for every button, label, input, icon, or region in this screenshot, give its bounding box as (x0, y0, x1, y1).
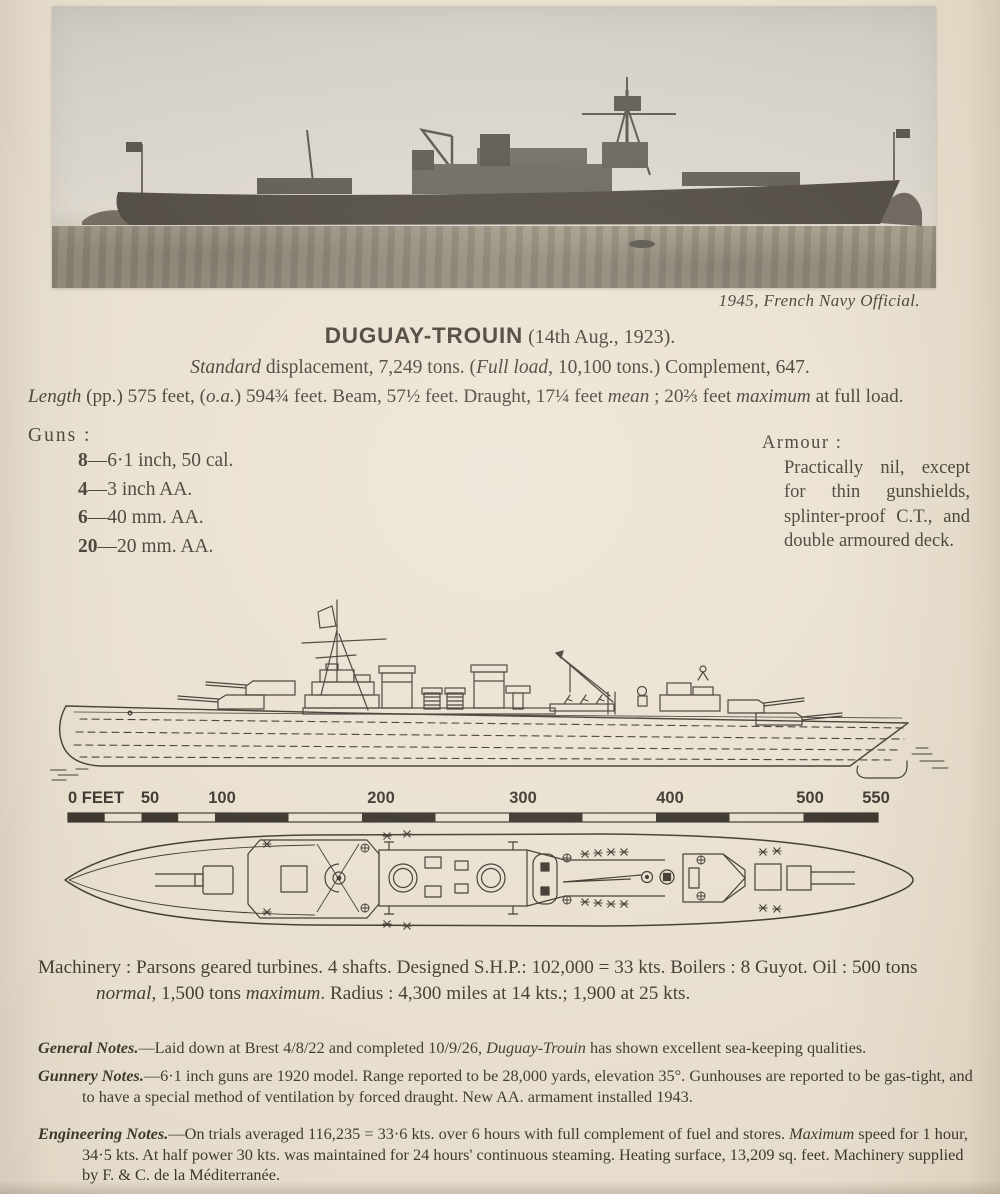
note-lead: Gunnery Notes. (38, 1066, 144, 1085)
gun-desc: —20 mm. AA. (97, 535, 214, 557)
armour-section: Armour : Practically nil, except for thi… (762, 431, 970, 554)
gun-desc: —3 inch AA. (87, 478, 193, 500)
photo-water (52, 226, 936, 288)
guns-section: Guns : 8—6·1 inch, 50 cal. 4—3 inch AA. … (28, 425, 233, 561)
profile-drawing (50, 599, 949, 781)
general-notes: General Notes.—Laid down at Brest 4/8/22… (38, 1038, 983, 1059)
displacement-line: Standard displacement, 7,249 tons. (Full… (0, 357, 1000, 379)
machinery-part: , 1,500 tons (151, 983, 246, 1004)
note-text: —On trials averaged 116,235 = 33·6 kts. … (168, 1124, 790, 1143)
plan-drawing (64, 829, 914, 931)
gun-count: 6 (78, 507, 88, 528)
photo-caption: 1945, French Navy Official. (718, 291, 920, 310)
scale-label: 300 (509, 789, 537, 807)
photo-ship-silhouette (82, 77, 922, 248)
scale-label: 500 (796, 789, 824, 807)
scale-ruler (67, 812, 879, 823)
gun-item: 4—3 inch AA. (28, 476, 233, 505)
note-text: speed for 1 hour, 34·5 kts. At half powe… (82, 1124, 968, 1184)
machinery-paragraph: Machinery : Parsons geared turbines. 4 s… (38, 955, 980, 1007)
scale-label: 200 (367, 789, 395, 807)
note-text: has shown excellent sea-keeping qualitie… (585, 1038, 867, 1057)
gun-count: 8 (78, 450, 88, 471)
dimensions-part: maximum (736, 386, 811, 407)
gun-count: 20 (78, 535, 98, 557)
gun-count: 4 (78, 478, 88, 500)
armour-heading: Armour : (762, 433, 843, 453)
note-text: Duguay-Trouin (486, 1038, 586, 1057)
gun-desc: —6·1 inch, 50 cal. (87, 450, 234, 471)
dimensions-part: ) 594¾ feet. Beam, 57½ feet. Draught, 17… (234, 386, 608, 407)
engineering-notes: Engineering Notes.—On trials averaged 11… (38, 1124, 983, 1186)
photo-grain-overlay (52, 6, 936, 288)
dimensions-part: (pp.) 575 feet, ( (81, 386, 206, 407)
displacement-part: Full load (476, 357, 549, 378)
dimensions-part: at full load. (810, 386, 904, 407)
scale-label: 0 FEET (68, 789, 124, 807)
machinery-part: . Radius : 4,300 miles at 14 kts.; 1,900… (320, 983, 691, 1004)
gun-item: 6—40 mm. AA. (28, 504, 233, 533)
title-line: DUGUAY-TROUIN (14th Aug., 1923). (0, 323, 1000, 349)
note-lead: Engineering Notes. (38, 1124, 169, 1143)
note-lead: General Notes. (38, 1038, 139, 1057)
gun-item: 8—6·1 inch, 50 cal. (28, 447, 233, 476)
ship-commission-date: (14th Aug., 1923). (523, 326, 676, 348)
guns-heading: Guns : (28, 425, 92, 446)
machinery-part: normal (96, 983, 152, 1004)
scale-label: 550 (862, 789, 890, 807)
note-text: —6·1 inch guns are 1920 model. Range rep… (82, 1066, 973, 1106)
scale-bar: 0 FEET 50 100 200 300 400 500 550 (50, 789, 950, 825)
scale-label: 50 (140, 789, 160, 807)
machinery-part: maximum (245, 983, 321, 1004)
ship-photo (52, 6, 936, 288)
gun-desc: —40 mm. AA. (87, 507, 204, 528)
scale-label: 100 (208, 789, 236, 807)
machinery-part: Machinery : Parsons geared turbines. 4 s… (38, 957, 918, 978)
dimensions-part: ; 20⅔ feet (649, 386, 737, 407)
gunnery-notes: Gunnery Notes.—6·1 inch guns are 1920 mo… (38, 1066, 983, 1107)
displacement-part: , 10,100 tons.) Complement, 647. (548, 357, 810, 378)
note-text: —Laid down at Brest 4/8/22 and completed… (138, 1038, 487, 1057)
note-text: Maximum (789, 1124, 855, 1143)
dimensions-line: Length (pp.) 575 feet, (o.a.) 594¾ feet.… (28, 386, 978, 408)
gun-item: 20—20 mm. AA. (28, 533, 233, 562)
scale-label: 400 (656, 789, 684, 807)
dimensions-part: mean (607, 386, 650, 407)
displacement-part: Standard (190, 357, 262, 378)
armour-body: Practically nil, except for thin gunshie… (784, 457, 970, 552)
dimensions-part: Length (28, 386, 82, 407)
displacement-part: displacement, 7,249 tons. ( (261, 357, 477, 378)
ship-name: DUGUAY-TROUIN (324, 323, 524, 348)
dimensions-part: o.a. (206, 386, 235, 407)
